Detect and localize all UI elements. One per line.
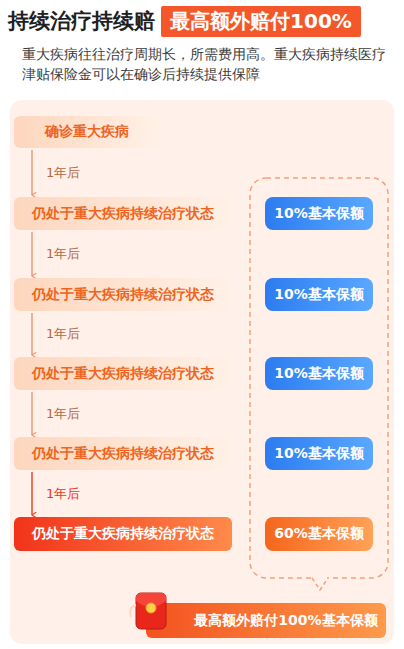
box-text: 10%基本保额 (274, 365, 364, 383)
status-box: 仍处于重大疾病持续治疗状态 (14, 357, 232, 390)
status-box: 仍处于重大疾病持续治疗状态 (14, 278, 232, 311)
status-box-final: 仍处于重大疾病持续治疗状态 (14, 517, 232, 551)
flow-arrow (31, 313, 33, 355)
edge-label: 1年后 (44, 325, 82, 343)
total-banner: 最高额外赔付100%基本保额 (146, 603, 386, 638)
flow-arrow (31, 392, 33, 435)
edge-label: 1年后 (44, 245, 82, 263)
box-text: 确诊重大疾病 (45, 123, 129, 141)
pointer-gap (313, 575, 327, 579)
edge-label: 1年后 (44, 405, 82, 423)
box-text: 仍处于重大疾病持续治疗状态 (32, 205, 214, 223)
title-highlight: 最高额外赔付100% (161, 6, 361, 37)
box-text: 最高额外赔付100% (170, 8, 352, 35)
status-box: 仍处于重大疾病持续治疗状态 (14, 197, 232, 230)
box-text: 仍处于重大疾病持续治疗状态 (32, 286, 214, 304)
box-text: 仍处于重大疾病持续治疗状态 (32, 365, 214, 383)
red-envelope-icon (128, 587, 172, 633)
payout-box: 10%基本保额 (265, 437, 373, 470)
dashed-group (250, 178, 388, 578)
box-text: 仍处于重大疾病持续治疗状态 (32, 525, 214, 543)
box-text: 仍处于重大疾病持续治疗状态 (32, 445, 214, 463)
box-text: 60%基本保额 (274, 525, 364, 543)
edge-label: 1年后 (44, 485, 82, 503)
status-box: 仍处于重大疾病持续治疗状态 (14, 437, 232, 470)
box-text: 10%基本保额 (274, 286, 364, 304)
flow-arrow (31, 232, 33, 276)
flow-arrow (31, 472, 33, 515)
payout-box: 10%基本保额 (265, 197, 373, 230)
panel (10, 100, 394, 644)
pointer (312, 578, 328, 590)
start-box: 确诊重大疾病 (14, 116, 160, 148)
box-text: 10%基本保额 (274, 205, 364, 223)
subtitle: 重大疾病往往治疗周期长，所需费用高。重大疾病持续医疗津贴保险金可以在确诊后持续提… (22, 44, 388, 85)
payout-box: 10%基本保额 (265, 357, 373, 390)
edge-label: 1年后 (44, 164, 82, 182)
title: 持续治疗持续赔 (8, 7, 155, 35)
flow-arrow (31, 150, 33, 195)
payout-box-final: 60%基本保额 (265, 517, 373, 551)
box-text: 最高额外赔付100%基本保额 (194, 612, 377, 630)
box-text: 10%基本保额 (274, 445, 364, 463)
payout-box: 10%基本保额 (265, 278, 373, 311)
